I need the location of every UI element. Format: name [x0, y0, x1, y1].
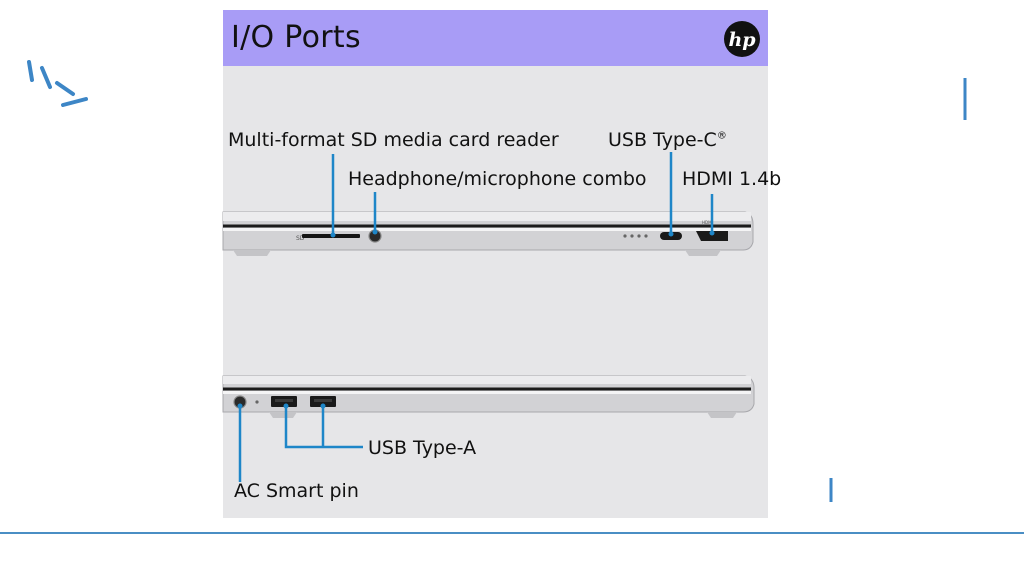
registered-mark: ®: [716, 130, 727, 142]
laptop-side-view-right: [222, 375, 755, 418]
hp-logo-text: hp: [728, 29, 756, 51]
label-usb-type-c-text: USB Type-C: [608, 129, 717, 151]
hdmi-mark: HDMI: [702, 220, 713, 225]
bottom-divider: [0, 532, 1024, 534]
hdmi-port: [696, 231, 728, 241]
label-sd-card-reader: Multi-format SD media card reader: [228, 129, 559, 151]
laptop-side-view-left: SD HDMI: [222, 211, 754, 256]
hp-logo: hp: [724, 21, 760, 57]
ports-diagram: SD HDMI: [222, 152, 755, 482]
callout-lines-top: [331, 152, 714, 234]
sparkle-icon: [27, 60, 88, 107]
sd-mark: SD: [296, 235, 305, 242]
io-ports-panel: I/O Ports hp SD HDMI: [222, 10, 781, 518]
callout-lines-bottom: [238, 408, 363, 482]
label-ac-smart-pin: AC Smart pin: [234, 480, 359, 502]
page-title: I/O Ports: [231, 20, 361, 55]
label-headphone-combo: Headphone/microphone combo: [348, 168, 647, 190]
label-usb-type-c: USB Type-C®: [608, 129, 727, 151]
callout-dots-top: [330, 229, 715, 238]
callout-dots-bottom: [237, 403, 326, 409]
label-usb-type-a: USB Type-A: [368, 437, 477, 459]
panel-header: I/O Ports hp: [223, 10, 768, 66]
label-hdmi: HDMI 1.4b: [682, 168, 782, 190]
